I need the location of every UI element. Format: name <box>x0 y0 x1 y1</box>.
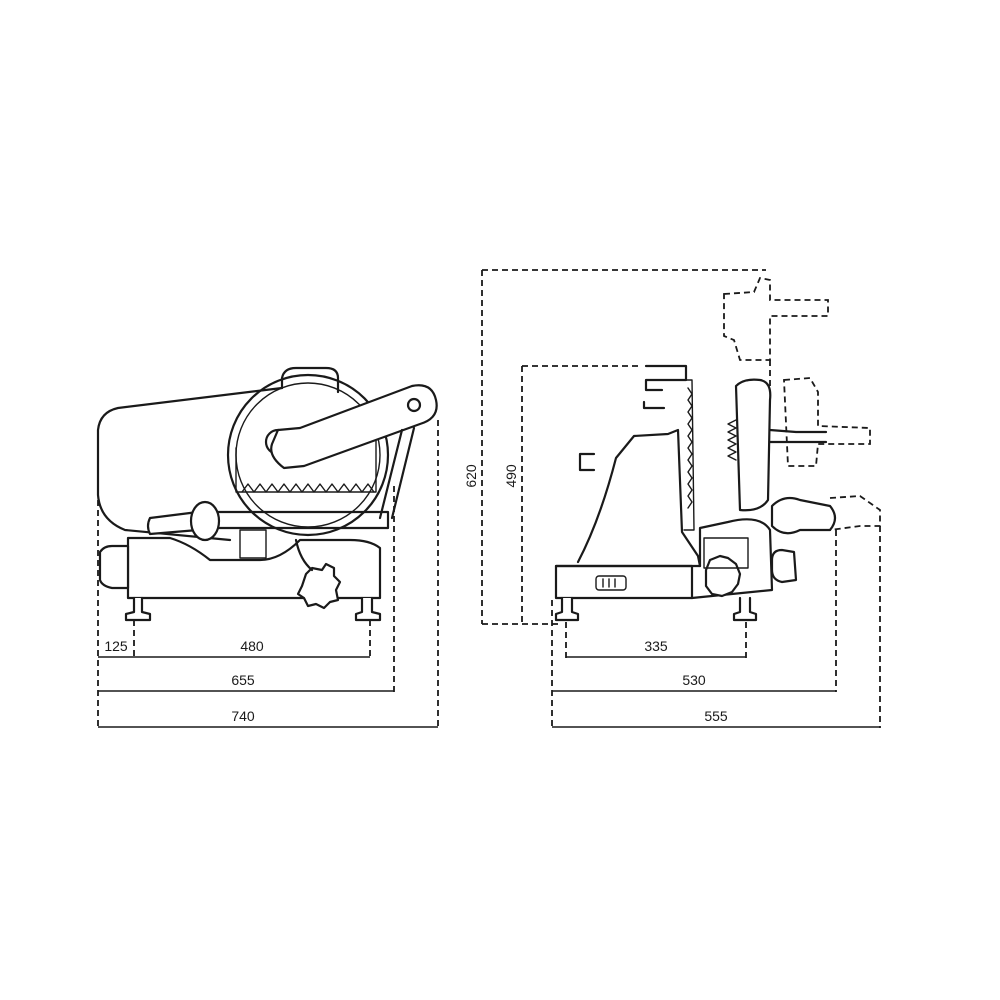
front-foot-right <box>354 596 382 622</box>
dim-480: 480 <box>240 638 264 654</box>
front-foot-left <box>124 596 152 622</box>
front-handle-knob <box>189 500 221 542</box>
front-base <box>126 536 382 600</box>
front-base-block <box>239 529 267 559</box>
front-lower-knob-stem <box>294 538 314 572</box>
front-top-knob <box>280 366 340 394</box>
front-support-column <box>378 426 416 520</box>
front-lower-knob <box>296 562 342 610</box>
side-switch <box>595 575 627 591</box>
side-carriage-bracket <box>578 400 666 472</box>
dim-740: 740 <box>231 708 255 724</box>
side-thickness-knob <box>704 554 742 598</box>
side-body <box>554 564 694 600</box>
front-blade-window <box>235 439 377 493</box>
front-blade-guard <box>226 373 390 537</box>
side-knob-housing <box>703 537 749 569</box>
dim-655: 655 <box>231 672 255 688</box>
side-lower-knob <box>770 548 798 584</box>
dim-125: 125 <box>104 638 128 654</box>
side-upper-body <box>576 428 702 568</box>
front-crank-pivot <box>406 397 422 413</box>
side-foot-left <box>554 596 580 622</box>
side-top-tray <box>644 364 688 392</box>
side-base-console <box>554 518 774 600</box>
side-switch-marks <box>602 578 616 588</box>
side-view: 335 530 555 620 490 <box>463 269 881 728</box>
dim-555: 555 <box>704 708 728 724</box>
front-handle-bar <box>146 510 200 536</box>
front-blade-teeth <box>241 483 375 493</box>
side-foot-right <box>732 596 758 622</box>
side-sharpener-teeth <box>727 419 737 461</box>
front-motor-housing <box>96 386 284 542</box>
side-arm <box>768 428 828 444</box>
side-sharpener-column <box>734 378 772 512</box>
dim-335: 335 <box>644 638 668 654</box>
dim-490: 490 <box>503 464 519 488</box>
front-crank-arm <box>270 384 438 470</box>
front-view: 125 480 655 740 <box>96 366 439 728</box>
front-thickness-knob-left <box>98 544 130 590</box>
side-blade-plate <box>681 379 695 531</box>
dim-620: 620 <box>463 464 479 488</box>
side-mid-knob <box>783 377 871 467</box>
side-rear-handle <box>829 495 881 531</box>
dim-530: 530 <box>682 672 706 688</box>
side-raised-arm-outline <box>723 276 829 361</box>
side-handle <box>770 496 837 535</box>
